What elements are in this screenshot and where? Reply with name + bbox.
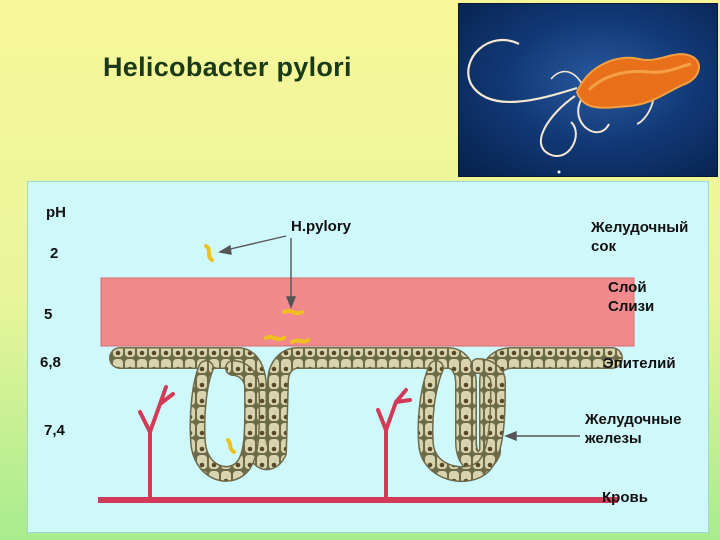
ph-level-mucus: 5 xyxy=(44,306,53,323)
blood-label: Кровь xyxy=(602,489,648,506)
bacterium-label: H.pylory xyxy=(291,218,352,235)
mucus-layer-label: Слой Слизи xyxy=(608,279,655,315)
ph-level-juice: 2 xyxy=(50,245,59,262)
gastric-juice-label: Желудочный сок xyxy=(591,219,689,255)
h-pylori-bacteria xyxy=(204,244,310,454)
ph-level-glands: 7,4 xyxy=(44,422,65,439)
ph-header: pH xyxy=(46,204,66,221)
blood-vessels xyxy=(98,385,618,503)
diagram-title: Helicobacter pylori xyxy=(103,52,352,82)
stomach-wall-diagram: pH 2 5 6,8 7,4 H.pylory Желудочный сок С… xyxy=(27,181,709,533)
pointer-arrows xyxy=(218,235,580,442)
ph-level-epithelium: 6,8 xyxy=(40,354,61,371)
epithelium-label: Эпителий xyxy=(603,355,676,372)
bacterium-photo xyxy=(458,3,718,177)
epithelium xyxy=(109,347,623,482)
mucus-layer xyxy=(100,277,635,347)
stomach-wall-illustration xyxy=(98,235,635,503)
gastric-glands-label: Желудочные железы xyxy=(585,411,682,447)
bacterium-photo-illustration xyxy=(467,38,700,174)
